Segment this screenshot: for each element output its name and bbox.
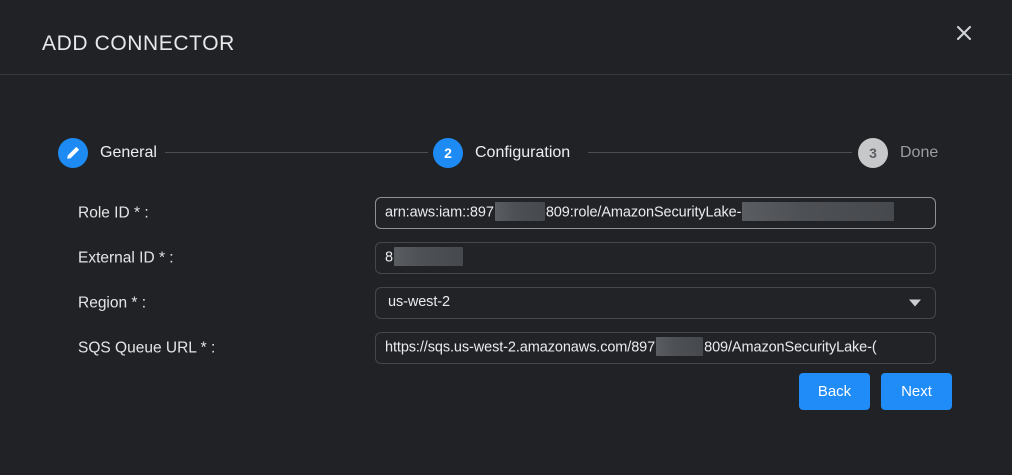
- chevron-down-icon[interactable]: [909, 299, 921, 306]
- step-configuration[interactable]: 2 Configuration: [433, 136, 570, 170]
- redaction-block: [742, 202, 895, 221]
- step-configuration-number: 2: [433, 138, 463, 168]
- redaction-block: [656, 337, 704, 356]
- external-id-value: 8: [376, 247, 464, 267]
- page-title: ADD CONNECTOR: [42, 32, 235, 55]
- pencil-icon: [58, 138, 88, 168]
- sqs-value-middle: 809/AmazonSecurityLake-(: [704, 339, 877, 356]
- form-row-role-id: Role ID * : arn:aws:iam::897 809:role/Ama…: [0, 190, 1012, 235]
- role-id-value-prefix: arn:aws:iam::897: [385, 204, 494, 221]
- sqs-queue-url-value: https://sqs.us-west-2.amazonaws.com/897 8…: [376, 337, 877, 357]
- form-row-external-id: External ID * : 8: [0, 235, 1012, 280]
- region-select[interactable]: us-west-2: [375, 286, 936, 319]
- close-icon[interactable]: [949, 18, 979, 48]
- form-row-region: Region * : us-west-2: [0, 280, 1012, 325]
- dialog-header: ADD CONNECTOR: [0, 0, 1012, 75]
- step-done-label: Done: [900, 144, 939, 161]
- external-id-label: External ID * :: [78, 248, 174, 266]
- sqs-queue-url-input[interactable]: https://sqs.us-west-2.amazonaws.com/897 8…: [375, 331, 936, 364]
- region-value: us-west-2: [388, 294, 450, 311]
- back-button[interactable]: Back: [799, 373, 870, 410]
- configuration-form: Role ID * : arn:aws:iam::897 809:role/Ama…: [0, 190, 1012, 370]
- step-done[interactable]: 3 Done: [858, 136, 938, 170]
- role-id-value: arn:aws:iam::897 809:role/AmazonSecurityL…: [376, 202, 895, 222]
- step-connector-line-1: [165, 152, 428, 153]
- step-general-label: General: [100, 144, 157, 161]
- form-row-sqs-queue-url: SQS Queue URL * : https://sqs.us-west-2.…: [0, 325, 1012, 370]
- external-id-input[interactable]: 8: [375, 241, 936, 274]
- step-connector-line-2: [588, 152, 852, 153]
- step-configuration-label: Configuration: [475, 144, 571, 161]
- sqs-queue-url-label: SQS Queue URL * :: [78, 338, 216, 356]
- region-label: Region * :: [78, 293, 147, 311]
- external-id-value-prefix: 8: [385, 249, 393, 266]
- role-id-label: Role ID * :: [78, 203, 149, 221]
- redaction-block: [393, 247, 463, 266]
- wizard-stepper: General 2 Configuration 3 Done: [0, 136, 1012, 170]
- sqs-value-prefix: https://sqs.us-west-2.amazonaws.com/897: [385, 339, 656, 356]
- next-button[interactable]: Next: [881, 373, 952, 410]
- role-id-value-middle: 809:role/AmazonSecurityLake-: [545, 204, 742, 221]
- step-general[interactable]: General: [58, 136, 157, 170]
- role-id-input[interactable]: arn:aws:iam::897 809:role/AmazonSecurityL…: [375, 196, 936, 229]
- redaction-block: [494, 202, 545, 221]
- dialog-actions: Back Next: [799, 373, 952, 410]
- step-done-number: 3: [858, 138, 888, 168]
